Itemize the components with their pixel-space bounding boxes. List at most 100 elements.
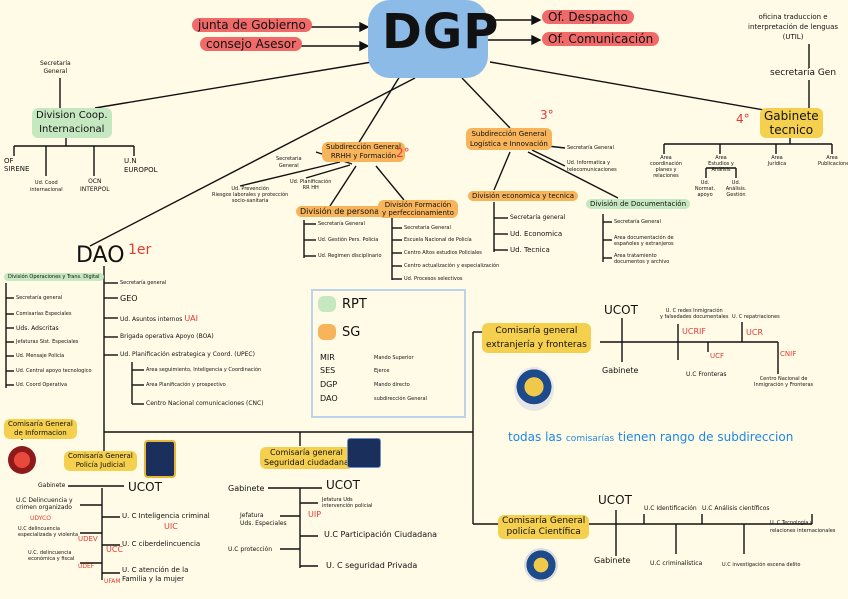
doc-item-2-text: Area tratamiento documentos y archivo <box>614 253 670 265</box>
comisaria-cientifica: Comisaría General policía Científica <box>498 515 590 539</box>
secretaria-general-line1: Secretaría <box>40 60 71 67</box>
ud-planificacion-rrhh: Ud. Planificación RR HH <box>290 179 331 191</box>
of-despacho: Of. Despacho <box>542 10 634 24</box>
dao-right-item-3: Brigada operativa Apoyo (BOA) <box>120 333 214 340</box>
division-coop-line1: Division Coop. <box>36 110 108 121</box>
uc-ciberdelincuencia: U. C ciberdelincuencia <box>122 540 201 548</box>
udev-label: UDEV <box>78 535 98 543</box>
gabinete-item-3: Area Publicaciones <box>818 155 848 167</box>
gabinete-tecnico-line1: Gabinete <box>764 109 819 123</box>
of-sirene: OF SIRENE <box>4 157 29 173</box>
dao-title: DAO <box>76 243 125 268</box>
rrhh-secretaria-line1: Secretaria <box>276 156 302 162</box>
comisaria-seguridad: Comisaría general Seguridad ciudadana <box>260 447 353 469</box>
uc-tecnologia-line2: relaciones internacionales <box>770 528 836 534</box>
gabinete-number: 4° <box>736 112 750 126</box>
secretaria-general-line2: General <box>43 68 68 75</box>
comisaria-seguridad-line1: Comisaría general <box>269 448 343 457</box>
uic-label: UIC <box>164 522 178 531</box>
division-documentacion: División de Documentación <box>586 199 691 209</box>
ud-prevencion: Ud. Prevención Riesgos laborales y prote… <box>212 186 288 204</box>
ud-prevencion-line3: socio-sanitaria <box>231 198 269 204</box>
extranjeria-gabinete: Gabinete <box>602 366 639 375</box>
uc-economica: U.C. delincuencia económica y fiscal <box>28 550 74 562</box>
dao-number: 1er <box>128 242 152 258</box>
division-operaciones: División Operaciones y Trans. Digital <box>4 273 104 281</box>
of-comunicacion: Of. Comunicación <box>542 32 660 46</box>
comisaria-extranjeria: Comisaría general extranjería y frontera… <box>482 323 591 353</box>
formacion-item-3: Centro actualización y especialización <box>404 263 500 269</box>
uc-atencion: U. C atención de la Familia y la mujer <box>122 566 188 584</box>
subdireccion-logistica-line1: Subdirección General <box>471 130 547 138</box>
uc-violenta-line2: especializada y violenta <box>18 532 79 538</box>
uc-violenta: U.C delincuencia especializada y violent… <box>18 526 78 538</box>
uc-proteccion: U.C protección <box>228 546 272 553</box>
uc-atencion-line1: U. C atención de la <box>122 566 189 574</box>
cientifica-emblem-icon <box>524 548 558 582</box>
centro-nacional-line1: Centro Nacional de <box>759 376 808 382</box>
legend-rpt-label: RPT <box>342 297 367 312</box>
legend-abbr-1: SES <box>320 366 336 375</box>
division-economica: División economica y tecnica <box>468 191 579 201</box>
rango-part-a: todas las <box>508 430 563 444</box>
comisaria-informacion-line1: Comisaría General <box>8 420 73 428</box>
uc-identificacion: U.C Identificación <box>644 505 697 512</box>
extranjeria-ucot: UCOT <box>604 303 638 317</box>
gabinete-subitem-0: Ud. Normat. apoyo <box>694 180 716 198</box>
doc-item-0: Secretaría General <box>614 219 661 225</box>
legend-desc-3: subdirección General <box>374 396 427 402</box>
ud-coord-line2: internacional <box>30 187 63 193</box>
subdireccion-logistica-line2: Logística e Innovación <box>470 140 548 148</box>
comisaria-judicial-line2: Policía Judicial <box>75 461 126 469</box>
logistica-secretaria: Secretaría General <box>567 145 614 151</box>
u-c-redes-line1: U. C redes Inmigración <box>665 308 723 314</box>
uc-participacion: U.C Participación Ciudadana <box>324 530 438 539</box>
judicial-gabinete: Gabinete <box>38 482 66 489</box>
asuntos-internos-label: Ud. Asuntos internos <box>120 316 183 323</box>
upec-item-0: Area seguimiento, Inteligencia y Coordin… <box>146 367 262 373</box>
consejo-asesor: consejo Asesor <box>200 37 303 51</box>
ucc-label: UCC <box>106 545 124 554</box>
ud-informatica: Ud. Informatica y telecomunicaciones <box>567 160 617 174</box>
jefatura-uds-intervencion: Jefatura Uds intervención policial <box>322 497 372 509</box>
ocn-interpol: OCN INTERPOL <box>80 178 110 194</box>
uc-intel-criminal: U. C Inteligencia criminal <box>122 512 210 520</box>
comisaria-judicial: Comisaría General Policía Judicial <box>64 451 137 471</box>
comisaria-seguridad-line2: Seguridad ciudadana <box>264 458 349 467</box>
gabinete-item-1: Area Estudios y Análisis <box>706 155 736 173</box>
gabinete-tecnico: Gabinete tecnico <box>760 108 823 138</box>
jefatura-especiales-line2: Uds. Especiales <box>240 520 287 527</box>
oficina-traduccion-line3: (UTIL) <box>782 33 804 41</box>
personal-item-0: Secretaría General <box>318 221 365 227</box>
u-c-fronteras: U.C Fronteras <box>686 371 727 378</box>
u-c-redes: U. C redes Inmigración y falsedades docu… <box>660 308 729 320</box>
uc-delincuencia-line2: crimen organizado <box>16 504 72 511</box>
uc-analisis-cientificos: U.C Análisis científicos <box>702 505 770 512</box>
rrhh-secretaria: Secretaria General <box>276 156 302 170</box>
oficina-traduccion-line1: oficina traduccion e <box>758 13 828 21</box>
doc-item-2: Area tratamiento documentos y archivo <box>614 253 684 265</box>
uc-economica-line2: económica y fiscal <box>28 556 75 562</box>
gabinete-item-3-text: Area Publicaciones <box>818 155 848 167</box>
logistica-number: 3° <box>540 108 554 122</box>
jefatura-uds-line1: Jefatura Uds <box>322 497 353 503</box>
ud-prevencion-line2: Riesgos laborales y protección <box>212 192 289 198</box>
comisaria-cientifica-line2: policía Científica <box>506 527 581 537</box>
junta-gobierno: junta de Gobierno <box>192 18 312 32</box>
centro-nacional-line2: Inmigración y Fronteras <box>754 382 814 388</box>
ops-item-6: Ud. Coord Operativa <box>16 382 68 388</box>
dao-right-item-0: Secretaría general <box>120 280 167 286</box>
dao-right-item-2: Ud. Asuntos internos UAI <box>120 314 198 323</box>
uc-delincuencia-line1: U.C Delincuencia y <box>16 497 73 504</box>
ops-item-2: Uds. Adscritas <box>16 325 59 332</box>
ucr-label: UCR <box>746 328 763 337</box>
rrhh-secretaria-line2: General <box>278 163 299 169</box>
formacion-item-0: Secretaria General <box>404 225 451 231</box>
uc-criminalistica: U.C criminalística <box>650 560 703 567</box>
division-formacion-line1: División Formación <box>384 201 452 209</box>
ocn-line1: OCN <box>88 178 102 185</box>
of-sirene-line1: OF <box>4 157 14 165</box>
legend-desc-0: Mando Superior <box>374 355 414 361</box>
legend-abbr-3: DAO <box>320 394 338 403</box>
rango-part-b: comisarías <box>565 434 615 444</box>
